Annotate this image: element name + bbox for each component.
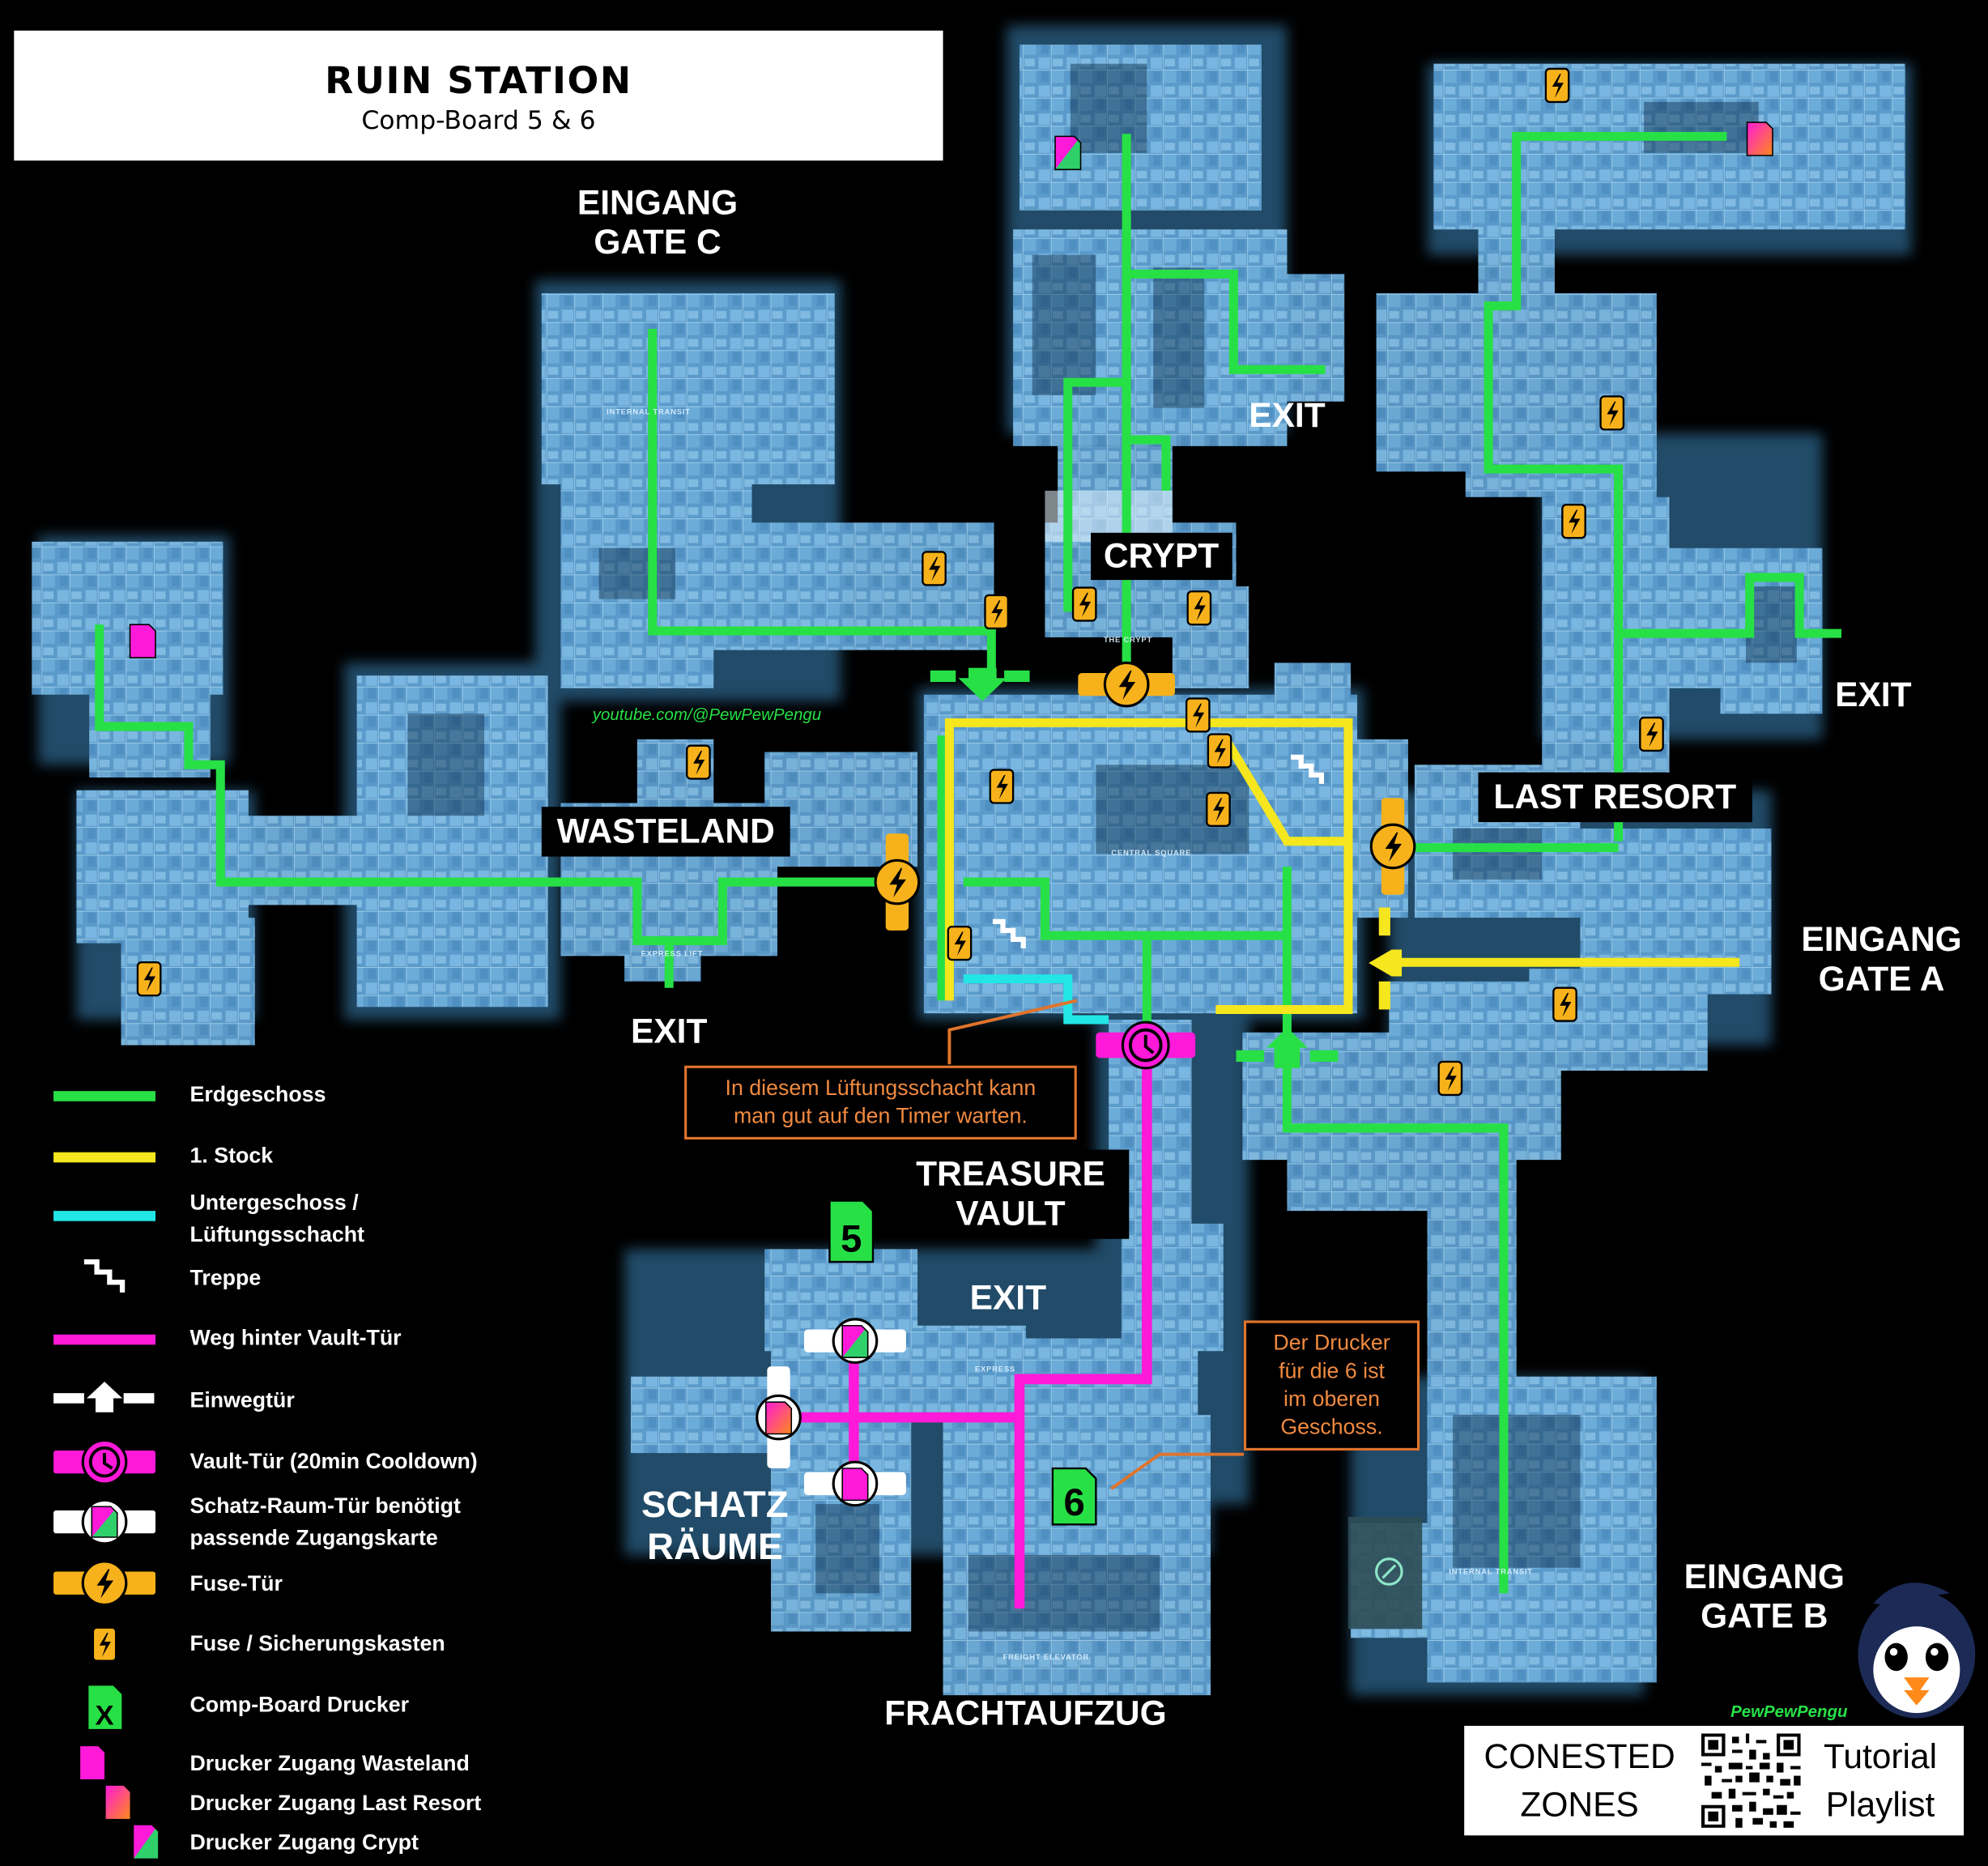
legend-card-wasteland: Drucker Zugang Wasteland	[189, 1751, 470, 1776]
card-crypt-map	[1054, 135, 1082, 171]
title-box: RUIN STATION Comp-Board 5 & 6	[14, 30, 943, 161]
legend-stairs: Treppe	[189, 1265, 262, 1290]
label-last-resort: LAST RESORT	[1478, 772, 1752, 823]
treasure-door-crypt	[804, 1318, 906, 1364]
vault-door	[1096, 1020, 1196, 1070]
qr-code-icon[interactable]	[1701, 1733, 1801, 1828]
legend-symbols: X	[53, 1091, 159, 1859]
label-exit-left: EXIT	[630, 1012, 708, 1050]
promo-box[interactable]: CONESTED ZONES Tutorial Playlist	[1464, 1725, 1965, 1836]
one-way-door-gate-c	[930, 667, 1030, 701]
map-text-internal-transit-2: INTERNAL TRANSIT	[1449, 1569, 1533, 1577]
legend-vault-door: Vault-Tür (20min Cooldown)	[189, 1449, 478, 1474]
label-wasteland: WASTELAND	[541, 807, 790, 857]
promo-right-text: Tutorial Playlist	[1823, 1737, 1938, 1824]
map-text-internal-transit: INTERNAL TRANSIT	[607, 409, 691, 417]
card-wasteland-map	[129, 624, 156, 658]
legend-card-last-resort: Drucker Zugang Last Resort	[189, 1791, 482, 1816]
promo-left-text: CONESTED ZONES	[1484, 1737, 1675, 1824]
label-exit-vault: EXIT	[969, 1278, 1047, 1317]
legend-vault-path: Weg hinter Vault-Tür	[189, 1325, 402, 1350]
legend-one-way-door: Einwegtür	[189, 1387, 295, 1412]
legend-ground-floor: Erdgeschoss	[189, 1082, 326, 1107]
map-subtitle: Comp-Board 5 & 6	[361, 104, 596, 135]
map-text-the-crypt: THE CRYPT	[1103, 637, 1153, 645]
one-way-door-gate-a	[1369, 907, 1403, 1010]
card-last-resort-map	[1746, 121, 1773, 156]
legend-fuse: Fuse / Sicherungskasten	[189, 1631, 445, 1656]
legend-comp-board-printer: Comp-Board Drucker	[189, 1693, 410, 1717]
legend-card-crypt: Drucker Zugang Crypt	[189, 1830, 419, 1855]
svg-text:X: X	[95, 1700, 113, 1731]
youtube-link[interactable]: youtube.com/@PewPewPengu	[592, 705, 822, 724]
comp-board-printer-5: 5	[828, 1199, 875, 1263]
legend-treasure-door: Schatz-Raum-Tür benötigt passende Zugang…	[189, 1493, 461, 1550]
route-basement	[963, 974, 1109, 1025]
route-first-floor	[944, 718, 1740, 1014]
label-exit-top: EXIT	[1249, 396, 1326, 435]
label-frachtaufzug: FRACHTAUFZUG	[884, 1693, 1167, 1732]
penguin-mascot	[1858, 1583, 1976, 1719]
one-way-door-gate-b	[1236, 1027, 1339, 1068]
treasure-door-wasteland	[804, 1460, 906, 1507]
map-text-express: EXPRESS	[974, 1366, 1016, 1374]
legend-basement: Untergeschoss / Lüftungsschacht	[189, 1190, 365, 1246]
channel-name: PewPewPengu	[1730, 1702, 1848, 1721]
map-text-freight-elevator: FREIGHT ELEVATOR	[1003, 1654, 1089, 1663]
label-exit-right: EXIT	[1835, 675, 1912, 714]
map-title: RUIN STATION	[325, 58, 632, 102]
note-vent: In diesem Lüftungsschacht kann man gut a…	[684, 1065, 1077, 1140]
legend-first-floor: 1. Stock	[189, 1143, 274, 1168]
svg-text:6: 6	[1063, 1481, 1084, 1524]
map-text-central-square: CENTRAL SQUARE	[1111, 850, 1192, 858]
map-background	[32, 25, 1912, 1696]
svg-text:5: 5	[841, 1217, 862, 1260]
label-crypt: CRYPT	[1091, 532, 1232, 581]
map-text-express-lift: EXPRESS LIFT	[641, 951, 704, 959]
comp-board-printer-6: 6	[1051, 1467, 1097, 1526]
legend-fuse-door: Fuse-Tür	[189, 1571, 283, 1596]
note-printer: Der Drucker für die 6 ist im oberen Gesc…	[1243, 1320, 1420, 1451]
treasure-door-last-resort	[756, 1366, 802, 1469]
